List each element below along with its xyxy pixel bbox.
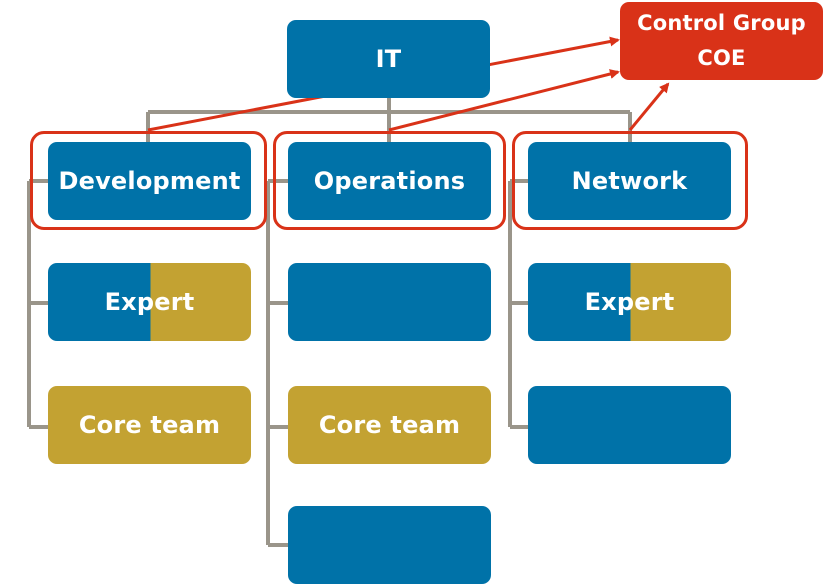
coe-label: COE — [697, 46, 746, 70]
node-operations-core-team-label: Core team — [318, 411, 461, 439]
node-network-expert: Expert — [528, 263, 731, 341]
node-operations-empty-1 — [288, 263, 491, 341]
node-operations: Operations — [288, 142, 491, 220]
highlight-development — [30, 131, 267, 230]
node-network-label: Network — [571, 167, 688, 195]
node-it: IT — [287, 20, 490, 98]
node-network: Network — [528, 142, 731, 220]
node-operations-empty-2 — [288, 506, 491, 584]
node-development-expert-label: Expert — [104, 288, 195, 316]
node-development-core-team-label: Core team — [78, 411, 221, 439]
node-network-expert-label: Expert — [584, 288, 675, 316]
arrow-operations-to-coe — [388, 69, 620, 132]
arrow-network-to-coe — [628, 82, 670, 131]
node-development-core-team: Core team — [48, 386, 251, 464]
node-development-expert: Expert — [48, 263, 251, 341]
highlight-network — [512, 131, 748, 230]
node-development: Development — [48, 142, 251, 220]
node-control-group-coe: Control Group COE — [620, 2, 823, 80]
node-operations-core-team: Core team — [288, 386, 491, 464]
node-operations-label: Operations — [313, 167, 466, 195]
control-group-label: Control Group — [637, 11, 806, 35]
node-network-empty — [528, 386, 731, 464]
highlight-operations — [273, 131, 506, 230]
node-it-label: IT — [375, 45, 402, 73]
node-development-label: Development — [58, 167, 241, 195]
